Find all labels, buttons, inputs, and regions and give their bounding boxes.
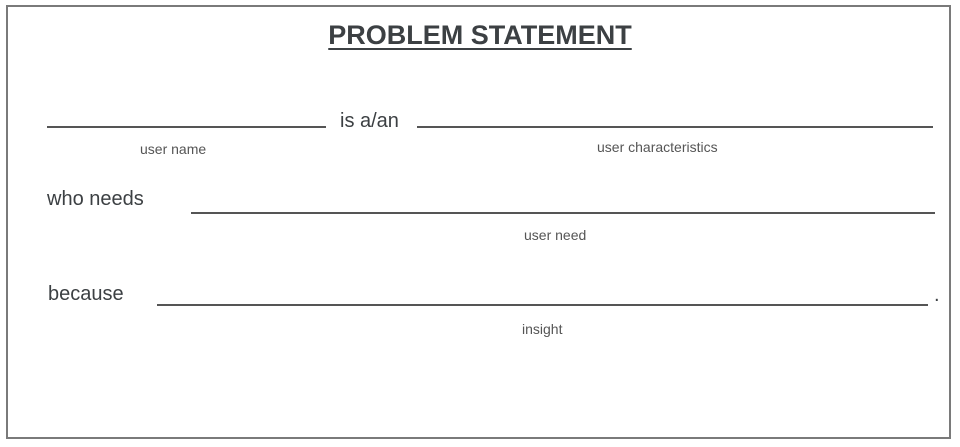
insight-label: insight [522, 321, 563, 337]
who-needs-text: who needs [47, 188, 144, 210]
period-text: . [934, 284, 940, 306]
user-characteristics-label: user characteristics [597, 139, 718, 155]
user-name-blank[interactable] [47, 126, 326, 128]
user-need-label: user need [524, 227, 587, 243]
page-title: PROBLEM STATEMENT [328, 20, 632, 50]
is-a-an-text: is a/an [340, 110, 399, 132]
insight-blank[interactable] [157, 304, 928, 306]
because-text: because [48, 283, 124, 305]
user-characteristics-blank[interactable] [417, 126, 933, 128]
user-need-blank[interactable] [191, 212, 935, 214]
statement-frame [6, 5, 951, 439]
user-name-label: user name [140, 141, 207, 157]
